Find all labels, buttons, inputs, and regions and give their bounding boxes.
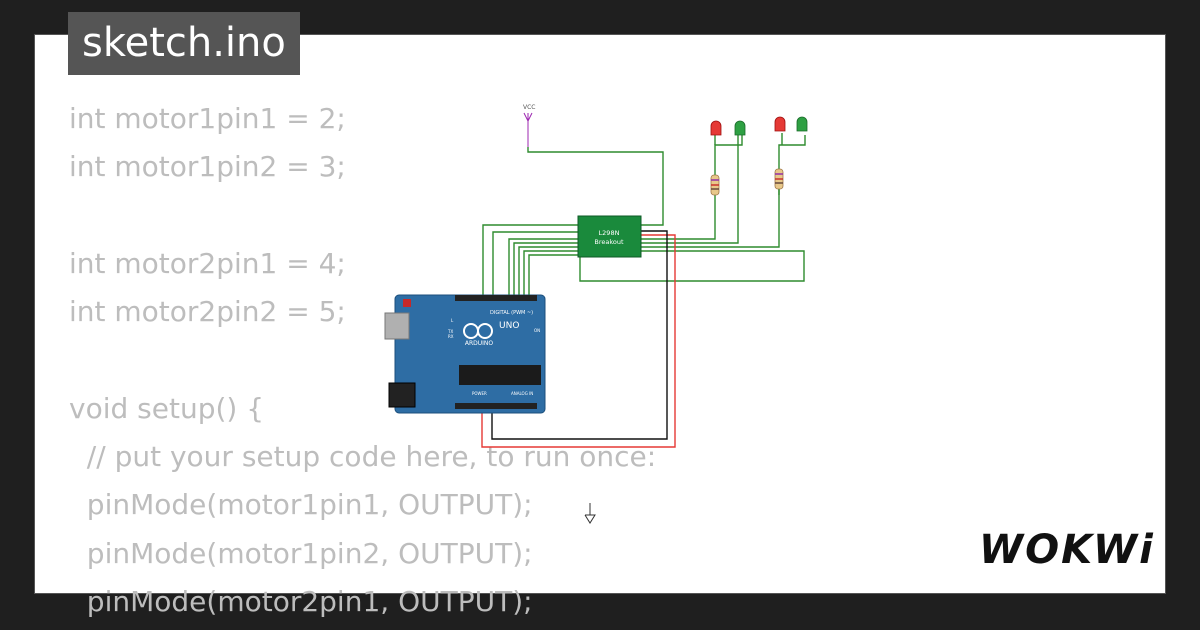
code-line: int motor2pin1 = 4;: [69, 246, 346, 280]
circuit-diagram: VCC L298N: [384, 104, 808, 524]
analog-label: ANALOG IN: [511, 391, 533, 396]
led-green[interactable]: [734, 120, 746, 136]
power-analog-header: [455, 403, 537, 409]
code-line: int motor1pin2 = 3;: [69, 150, 346, 184]
code-line: int motor2pin2 = 5;: [69, 295, 346, 329]
code-preview: int motor1pin1 = 2; int motor1pin2 = 3; in…: [69, 95, 656, 626]
microcontroller-chip: [459, 365, 541, 385]
digital-header: [455, 295, 537, 301]
power-label: POWER: [472, 391, 487, 396]
code-line: void setup() {: [69, 391, 265, 425]
code-line: // put your setup code here, to run once…: [69, 440, 657, 474]
board-brand-label: ARDUINO: [465, 340, 494, 347]
power-jack: [388, 382, 416, 408]
led-red[interactable]: [774, 116, 786, 132]
vcc-label: VCC: [523, 104, 535, 111]
l-label: L: [451, 318, 454, 323]
code-line: pinMode(motor1pin2, OUTPUT);: [69, 536, 533, 570]
green-wires: [482, 133, 806, 297]
ground-symbol: [584, 503, 596, 524]
rx-label: RX: [448, 334, 454, 339]
resistor[interactable]: [710, 174, 720, 196]
reset-button[interactable]: [403, 299, 411, 307]
wokwi-logo-text: WOKWi: [979, 527, 1155, 573]
sketch-title: sketch.ino: [68, 12, 300, 75]
led-green[interactable]: [796, 116, 808, 132]
led-red[interactable]: [710, 120, 722, 136]
code-line: pinMode(motor1pin1, OUTPUT);: [69, 488, 533, 522]
black-wire: [491, 230, 668, 440]
code-line: int motor1pin1 = 2;: [69, 102, 346, 135]
resistor[interactable]: [774, 168, 784, 190]
usb-port: [384, 312, 410, 340]
digital-label: DIGITAL (PWM ~): [490, 310, 533, 316]
red-wire: [481, 234, 676, 448]
board-model-label: UNO: [499, 321, 519, 331]
code-line: pinMode(motor2pin1, OUTPUT);: [69, 584, 533, 618]
tx-label: TX: [447, 329, 453, 334]
canvas-card: int motor1pin1 = 2; int motor1pin2 = 3; in…: [34, 34, 1166, 618]
driver-label: L298N: [599, 229, 620, 237]
wokwi-logo: WOKWi: [979, 525, 1155, 575]
arduino-uno-board[interactable]: ARDUINO UNO DIGITAL (PWM ~) ON TX RX L P…: [384, 294, 546, 414]
on-label: ON: [534, 328, 540, 333]
driver-sublabel: Breakout: [594, 238, 624, 246]
l298n-driver[interactable]: L298N Breakout: [577, 215, 642, 258]
vcc-symbol: VCC: [523, 104, 535, 147]
